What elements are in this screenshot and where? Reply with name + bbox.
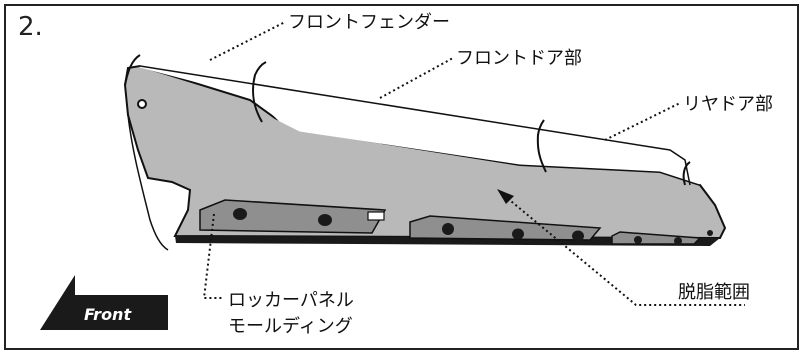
leader-rear-door — [604, 102, 681, 141]
clip-hole — [634, 236, 642, 244]
label-rocker-line2: モールディング — [228, 316, 353, 337]
underside-strip-2 — [409, 215, 602, 241]
front-badge-label: Front — [84, 305, 132, 324]
label-front-door: フロントドア部 — [456, 48, 582, 69]
clip-hole — [442, 223, 454, 235]
leader-degrease — [499, 191, 745, 306]
rear-edge-line — [682, 161, 691, 186]
rear-door-edge — [536, 119, 547, 173]
step-number: 2. — [18, 12, 43, 42]
leader-front-fender — [209, 21, 286, 61]
molding-top-edge — [139, 64, 701, 185]
clip-hole — [674, 237, 682, 245]
front-door-edge — [252, 61, 267, 123]
clip-hole — [233, 208, 247, 220]
door-upper-line — [139, 65, 691, 186]
clip-hole — [318, 214, 332, 226]
diagram-frame — [4, 4, 799, 350]
label-front-fender: フロントフェンダー — [288, 12, 450, 33]
label-degrease-area: 脱脂範囲 — [678, 282, 750, 303]
clip-hole — [512, 228, 524, 240]
clip-hole — [707, 230, 713, 236]
mount-hole — [137, 99, 147, 109]
underside-strip-1 — [199, 199, 387, 234]
label-rear-door: リヤドア部 — [683, 94, 773, 115]
label-rocker-line1: ロッカーパネル — [228, 290, 354, 311]
clip-hole — [572, 230, 584, 242]
leader-front-door — [379, 57, 454, 99]
front-fender-line — [124, 54, 141, 86]
clip-notch — [367, 211, 385, 221]
fender-edge — [127, 114, 169, 251]
front-badge-arrow — [40, 275, 168, 330]
front-badge: Front — [40, 275, 168, 330]
degrease-arrowhead — [497, 189, 514, 204]
